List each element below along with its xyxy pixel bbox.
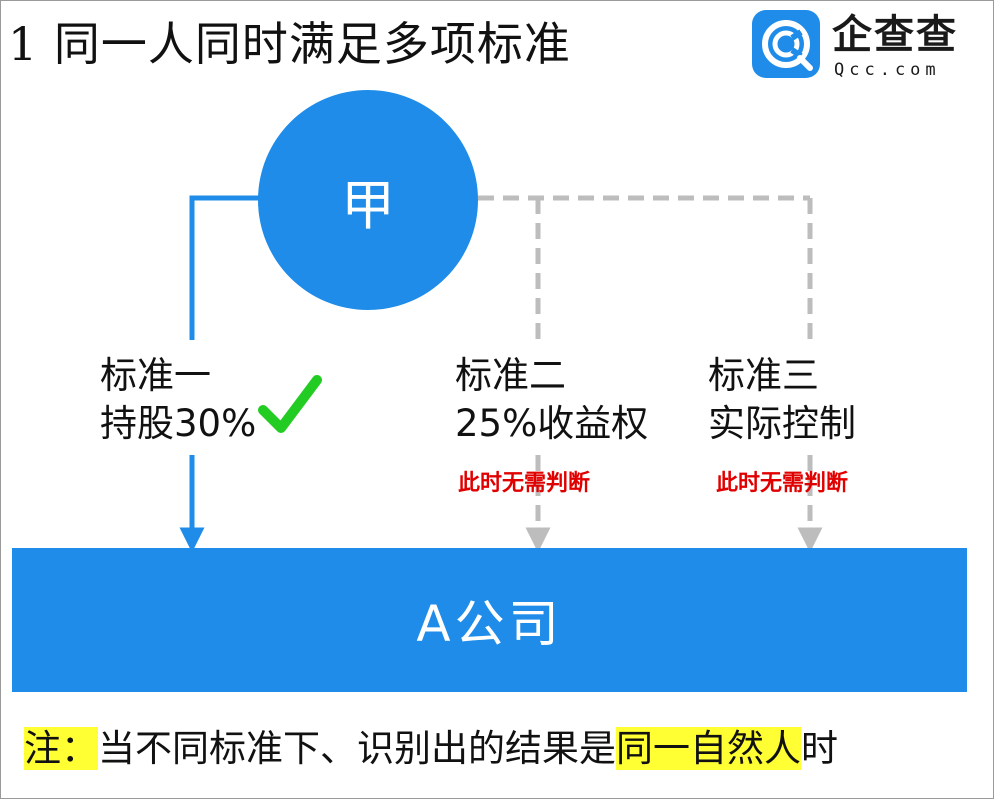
- qcc-logo-text: 企查查: [832, 12, 958, 58]
- footnote-text: 当不同标准下、识别出的结果是: [98, 727, 616, 770]
- criterion-3-note: 此时无需判断: [716, 471, 849, 496]
- criterion-2-detail: 25%收益权: [455, 402, 649, 445]
- criterion-1-name: 标准一: [100, 354, 211, 397]
- criterion-1-detail: 持股30%: [100, 402, 257, 445]
- criterion-3-detail: 实际控制: [708, 402, 856, 445]
- footnote-highlight: 同一自然人: [616, 727, 801, 770]
- checkmark-icon: [258, 375, 322, 433]
- footnote: 注：当不同标准下、识别出的结果是同一自然人时: [24, 726, 838, 772]
- qcc-logo-icon: [752, 10, 820, 78]
- person-node: 甲: [258, 90, 478, 310]
- criterion-2: 标准二 25%收益权: [455, 352, 648, 448]
- criterion-3-name: 标准三: [708, 354, 819, 397]
- footnote-prefix: 注：: [24, 727, 98, 770]
- diagram-title: 1 同一人同时满足多项标准: [8, 17, 571, 71]
- criterion-2-name: 标准二: [455, 354, 566, 397]
- criterion-2-note: 此时无需判断: [458, 471, 591, 496]
- criterion-3: 标准三 实际控制: [708, 352, 856, 448]
- criterion-1: 标准一 持股30%: [100, 352, 256, 448]
- qcc-logo: 企查查 Qcc.com: [752, 10, 984, 80]
- connector-criterion-1: [189, 195, 262, 340]
- footnote-suffix: 时: [801, 727, 838, 770]
- company-node: A公司: [12, 548, 967, 692]
- qcc-logo-domain: Qcc.com: [834, 60, 941, 80]
